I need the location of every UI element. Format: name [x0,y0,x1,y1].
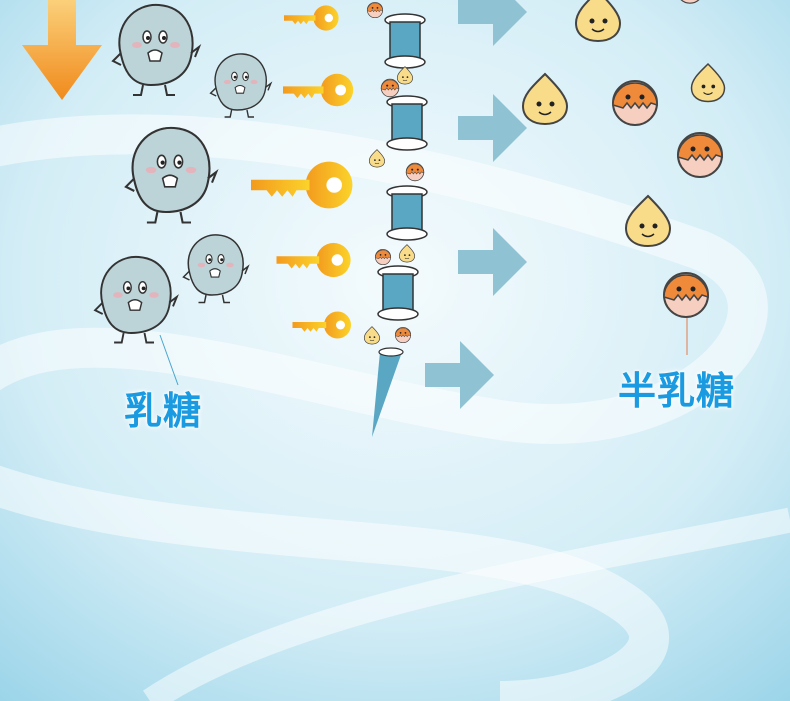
spool-icon [384,13,426,69]
lactose-pointer-line [159,334,179,386]
galactose-molecule [612,80,658,126]
funnel-cone [372,352,402,437]
galactose-molecule [663,272,709,318]
down-arrow-icon [22,0,102,100]
galactose-molecule [677,132,723,178]
spool-icon [386,95,428,151]
spool-icon [377,265,419,321]
galactose-label: 半乳糖 [618,369,736,413]
spool-icon [386,185,428,241]
swirl-decoration [0,114,790,701]
lactose-label: 乳糖 [124,389,203,433]
enzyme-spools [372,13,428,437]
